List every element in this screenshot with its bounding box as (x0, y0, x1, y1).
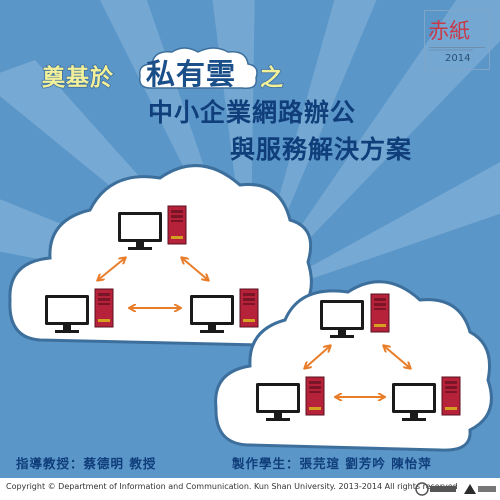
tower-icon (305, 376, 325, 416)
tower-icon (94, 288, 114, 328)
logo-text: 赤紙 (428, 19, 470, 43)
title-highlight-bubble: 私有雲 (136, 44, 260, 94)
university-logos-icon (415, 482, 496, 496)
logo-year: 2014 (445, 53, 471, 64)
title-suffix: 之 (259, 64, 284, 92)
brand-logo: 赤紙 2014 (424, 10, 490, 70)
footer: Copyright © Department of Information an… (0, 478, 500, 500)
copyright-text: Copyright © Department of Information an… (6, 482, 458, 491)
advisor-credit: 指導教授：蔡德明 教授 (16, 456, 157, 471)
title-main-line: 中小企業網路辦公 (148, 98, 357, 127)
tower-icon (441, 376, 461, 416)
tower-icon (167, 205, 187, 245)
arrow-icon (182, 258, 208, 280)
logo-fine-print (429, 47, 485, 51)
tower-icon (370, 293, 390, 333)
tower-icon (239, 288, 259, 328)
highlight-cloud-shape (138, 47, 258, 90)
title-sub-line: 與服務解決方案 (230, 135, 413, 164)
arrow-icon (98, 258, 125, 280)
arrow-icon (305, 346, 330, 368)
title-highlight: 私有雲 (146, 57, 237, 91)
students-credit: 製作學生：張芫瑄 劉芳吟 陳怡萍 (232, 456, 432, 471)
arrow-icon (384, 346, 410, 368)
title-prefix: 奠基於 (41, 64, 114, 92)
